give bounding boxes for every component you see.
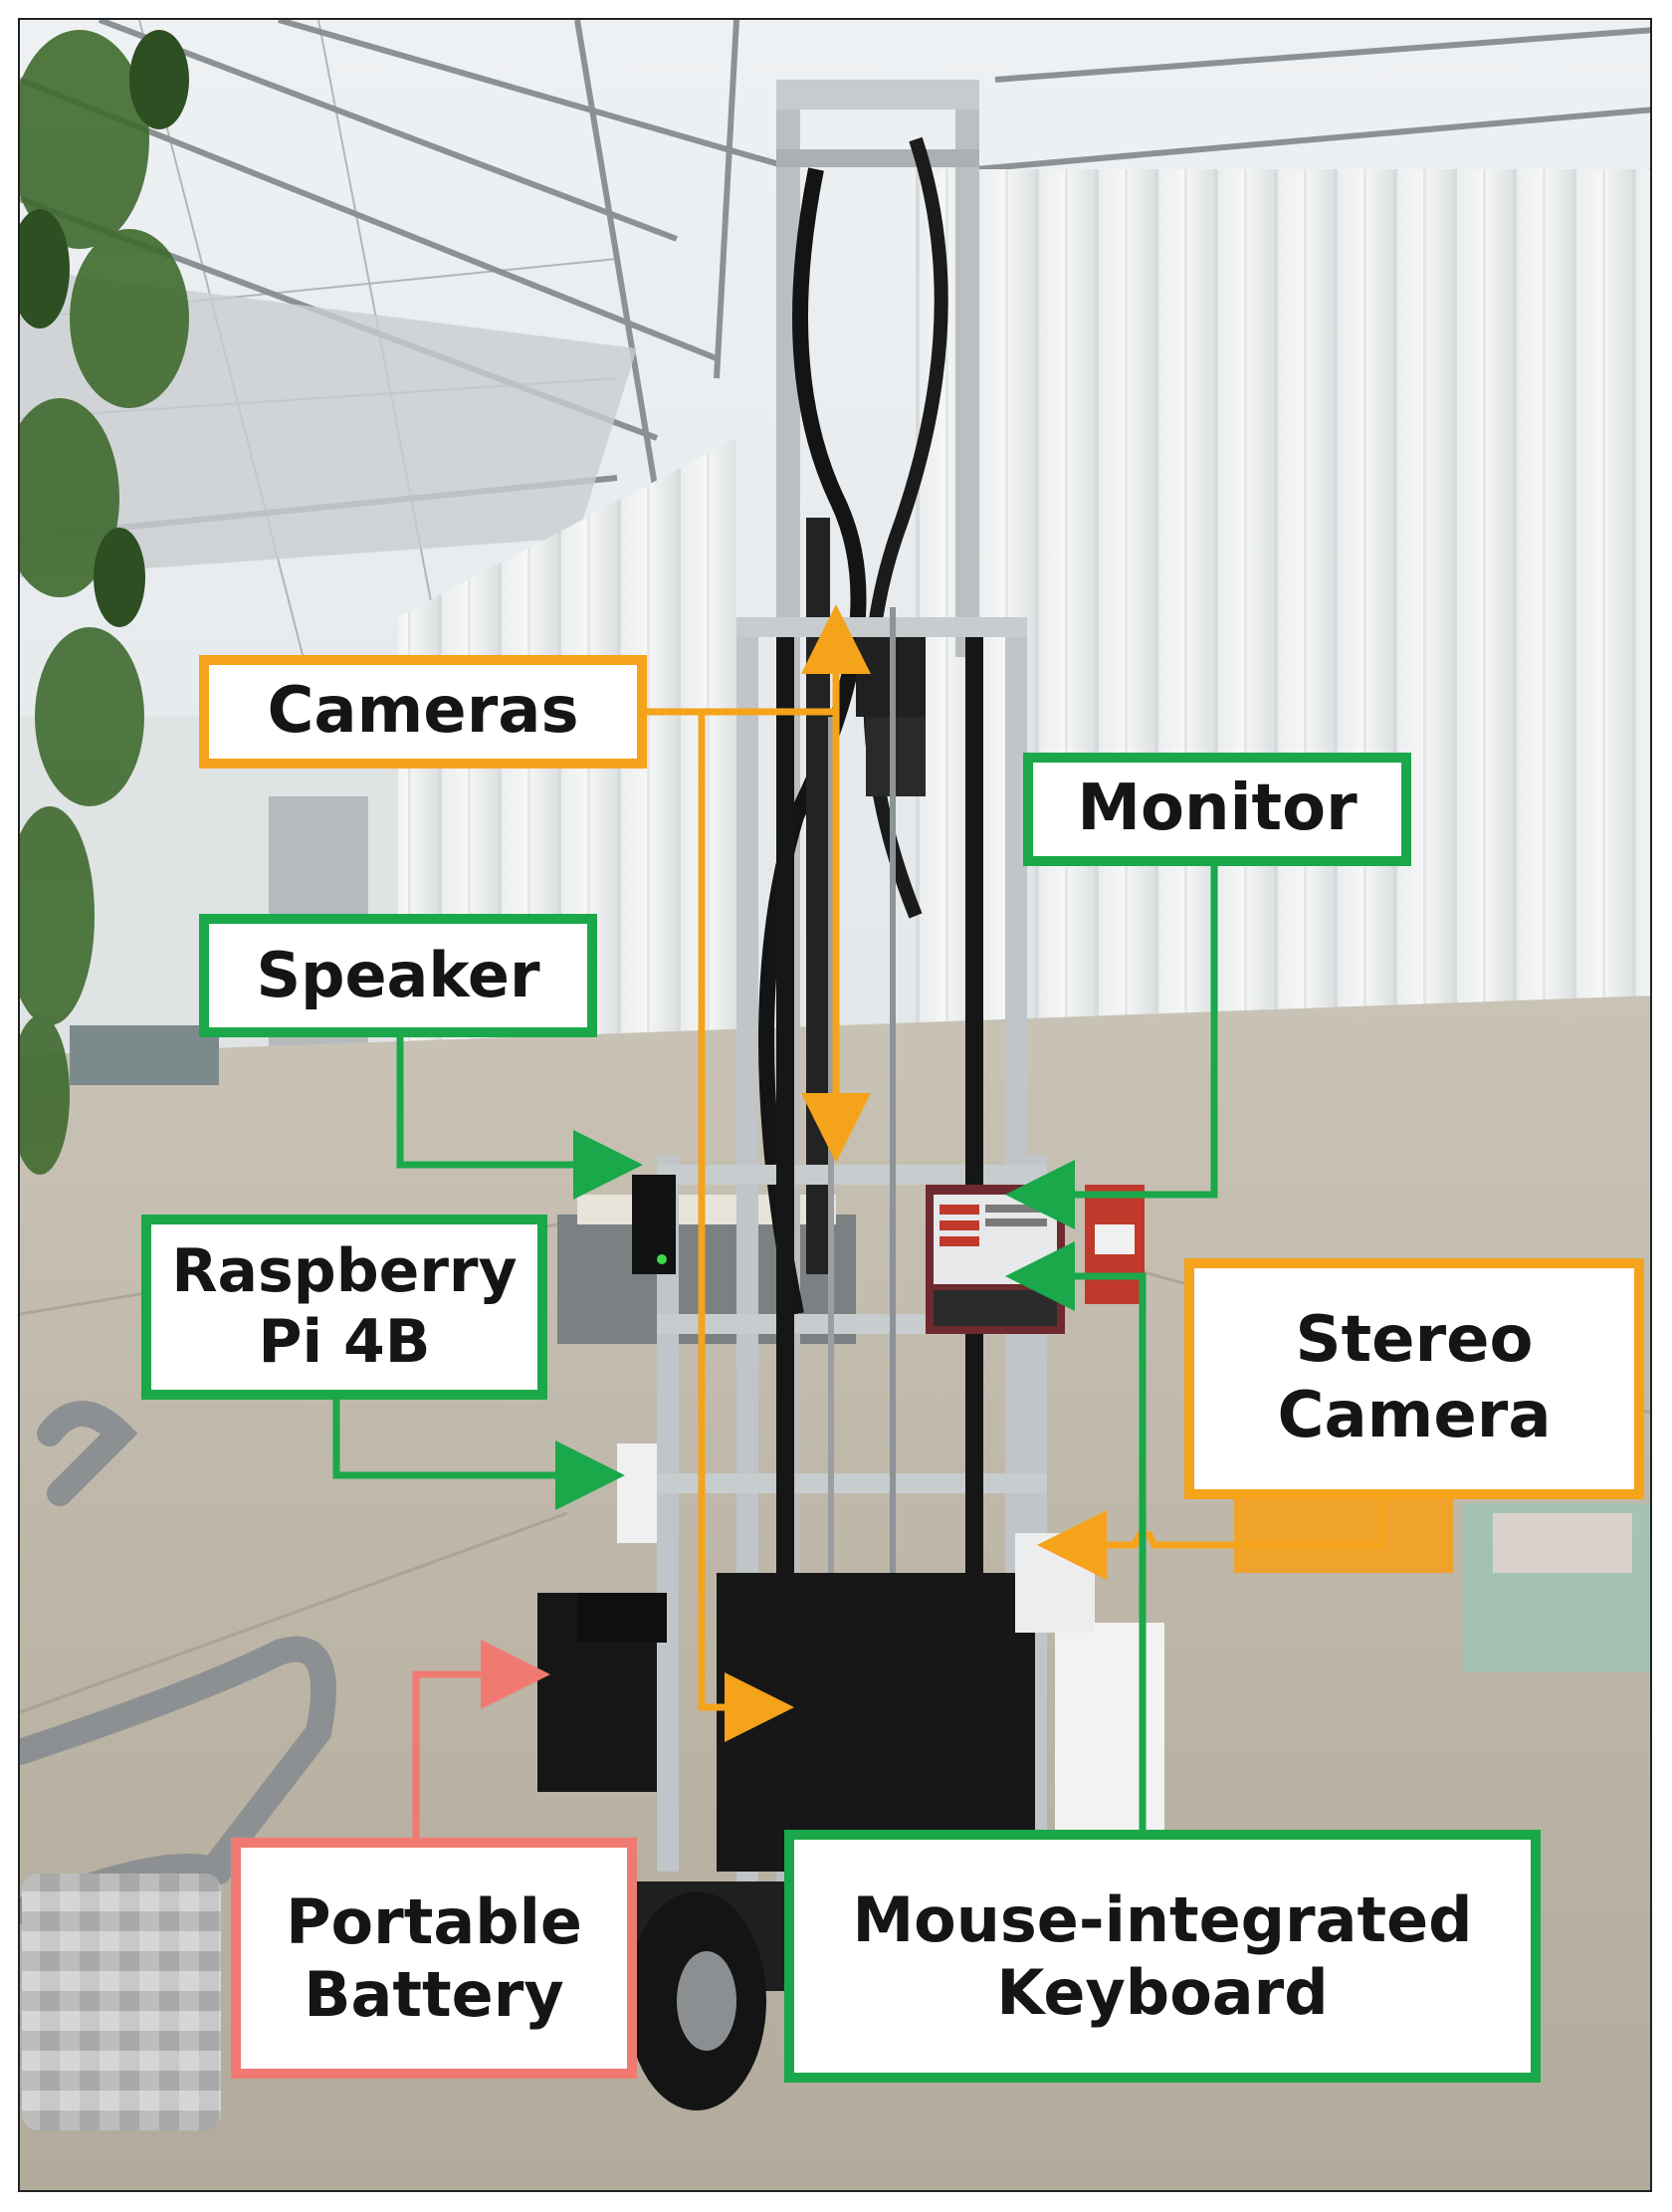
label-speaker-text: Speaker xyxy=(256,939,540,1012)
battery-leader xyxy=(412,1640,550,1842)
censored-region xyxy=(22,1874,221,2130)
cameras-leader xyxy=(647,708,794,1742)
keyboard-leader xyxy=(1005,1241,1147,1834)
stereo-camera-leader xyxy=(1037,1483,1385,1580)
label-stereo-camera-line2: Camera xyxy=(1277,1379,1552,1452)
label-monitor-text: Monitor xyxy=(1077,772,1358,846)
label-cameras-text: Cameras xyxy=(267,674,579,749)
speaker-leader xyxy=(396,1019,643,1200)
label-speaker: Speaker xyxy=(199,914,597,1037)
label-mouse-integrated-keyboard: Mouse-integrated Keyboard xyxy=(784,1830,1541,2083)
label-monitor: Monitor xyxy=(1023,753,1411,866)
label-keyboard-line1: Mouse-integrated xyxy=(852,1882,1473,1956)
label-portable-battery: Portable Battery xyxy=(231,1838,637,2079)
label-cameras: Cameras xyxy=(199,655,647,769)
label-raspberry-pi-line1: Raspberry xyxy=(171,1236,518,1307)
raspberry-pi-leader xyxy=(332,1380,625,1510)
label-stereo-camera: Stereo Camera xyxy=(1184,1258,1644,1499)
monitor-leader xyxy=(1005,848,1218,1229)
label-raspberry-pi: Raspberry Pi 4B xyxy=(141,1215,547,1400)
photo: Cameras Monitor Speaker Raspberry Pi 4B … xyxy=(18,18,1652,2192)
label-raspberry-pi-line2: Pi 4B xyxy=(258,1307,431,1377)
label-stereo-camera-line1: Stereo xyxy=(1295,1303,1534,1378)
label-keyboard-line2: Keyboard xyxy=(996,1956,1329,2029)
label-portable-battery-line2: Battery xyxy=(304,1958,564,2031)
label-portable-battery-line1: Portable xyxy=(286,1884,582,1958)
leader-lines xyxy=(332,604,1385,1842)
